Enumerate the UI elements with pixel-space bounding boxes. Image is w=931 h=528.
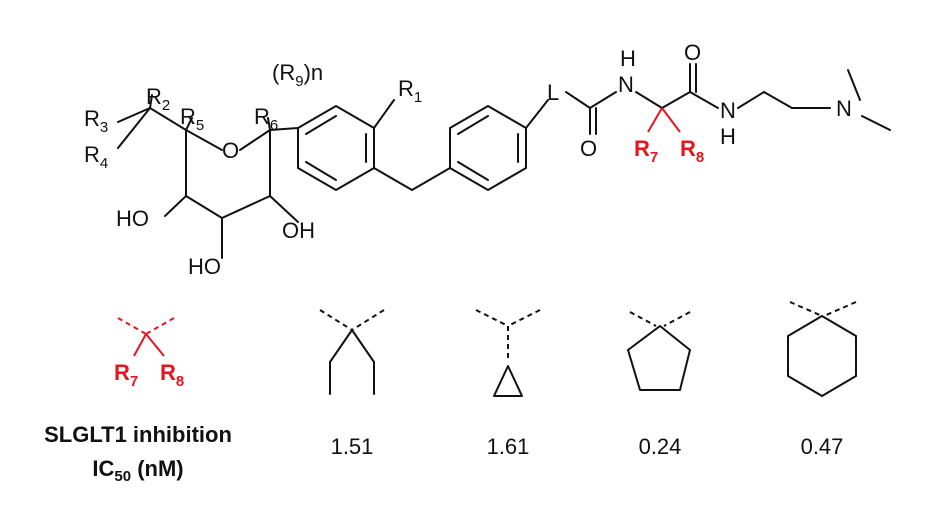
sugar-ring: [117, 94, 299, 259]
label-amide-n: N: [720, 98, 736, 123]
value-diethyl: 1.51: [331, 434, 374, 459]
fragment-diethyl: [319, 309, 385, 395]
label-carbonyl-o1: O: [580, 136, 597, 161]
label-r6: R6: [254, 104, 278, 134]
label-carbonyl-o2: O: [684, 40, 701, 65]
row-title: SLGLT1 inhibition: [44, 422, 232, 447]
fragment-cyclopropyl: [475, 309, 541, 397]
aryl-ring-1: [297, 99, 451, 191]
label-r9n: (R9)n: [272, 60, 323, 90]
label-r8-top: R8: [680, 136, 704, 166]
label-ho-left: HO: [116, 206, 149, 231]
label-dimethyl-n: N: [836, 96, 852, 121]
value-cyclopentyl: 0.24: [639, 434, 682, 459]
label-r1: R1: [398, 76, 422, 106]
label-r7-top: R7: [634, 136, 658, 166]
generic-r7-r8-fragment: R7 R8: [114, 317, 184, 390]
label-amide-h: H: [720, 124, 736, 149]
label-ring-oxygen: O: [222, 138, 239, 163]
fragment-cyclopentyl: [627, 311, 691, 391]
r8-bond: [661, 107, 681, 133]
aryl-ring-2: [449, 99, 549, 191]
label-r4: R4: [84, 142, 108, 172]
label-r2: R2: [146, 84, 170, 114]
label-ho-bottom: HO: [188, 254, 221, 279]
label-nh-n: N: [618, 72, 634, 97]
label-oh-right: OH: [282, 218, 315, 243]
fragment-cyclohexyl: [787, 301, 857, 397]
label-nh-h: H: [620, 46, 636, 71]
row-units: IC50 (nM): [92, 456, 183, 485]
label-r3: R3: [84, 106, 108, 136]
label-r5: R5: [180, 104, 204, 134]
value-cyclohexyl: 0.47: [801, 434, 844, 459]
value-cyclopropyl: 1.61: [487, 434, 530, 459]
linker-chain: [565, 63, 891, 135]
label-r7-generic: R7: [114, 360, 138, 390]
r7-bond: [647, 107, 663, 133]
label-r8-generic: R8: [160, 360, 184, 390]
label-linker-l: L: [547, 80, 559, 105]
